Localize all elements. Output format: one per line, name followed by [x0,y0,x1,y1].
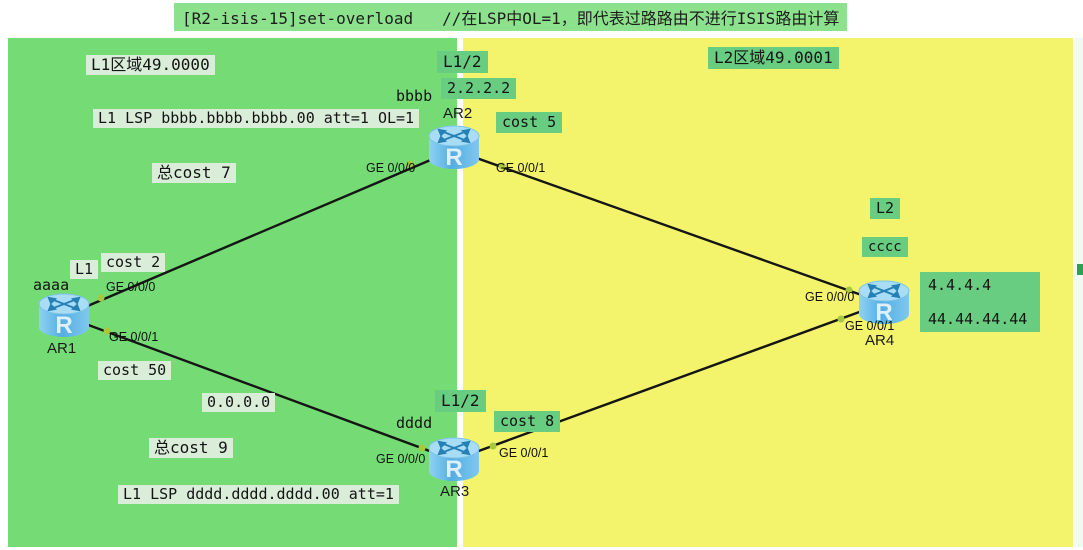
title-annotation: [R2-isis-15]set-overload //在LSP中OL=1，即代表… [174,3,848,31]
link-ar1-ar3 [63,314,455,462]
svg-text:R: R [445,456,462,483]
svg-text:R: R [445,144,462,171]
cost-ar1-ar2-label: cost 2 [101,253,166,273]
lsp-bbbb-annotation: L1 LSP bbbb.bbbb.bbbb.00 att=1 OL=1 [93,109,420,129]
svg-text:R: R [875,299,892,326]
ar4-ip-box: 4.4.4.4 44.44.44.44 [920,272,1040,332]
router-arrows-icon [47,296,81,312]
ar3-if1-label: GE 0/0/1 [499,446,549,460]
ar1-if1-label: GE 0/0/1 [109,330,159,344]
ar4-system-ip-label: 44.44.44.44 [928,310,1028,328]
router-ar1-icon[interactable]: R [37,291,91,341]
router-ar2-icon[interactable]: R [427,123,481,173]
port-status-dots [97,160,853,452]
ar1-if0-label: GE 0/0/0 [106,280,156,294]
router-arrows-icon [437,440,471,456]
cost-ar3-ar4-label: cost 8 [494,411,561,433]
lsp-dddd-annotation: L1 LSP dddd.dddd.dddd.00 att=1 [118,485,399,505]
router-arrows-icon [867,283,901,299]
link-ar2-ar4 [453,148,885,305]
ar4-level-label: L2 [870,198,901,220]
ar1-tag-label: aaaa [33,276,70,294]
router-ar3-icon[interactable]: R [427,435,481,485]
router-ar4-icon[interactable]: R [857,278,911,328]
ar4-loopback-label: 4.4.4.4 [928,276,992,294]
ar4-name-label: AR4 [865,332,895,349]
cost-ar2-ar4-label: cost 5 [496,112,563,134]
right-edge-strip [1074,38,1083,547]
area-l2-label: L2区域49.0001 [708,47,839,70]
ar4-if1-label: GE 0/0/1 [845,319,895,333]
right-edge-marker [1077,264,1083,275]
ar2-level-label: L1/2 [437,51,488,74]
ar1-name-label: AR1 [47,340,77,357]
ar2-name-label: AR2 [443,105,473,122]
ar2-tag-label: bbbb [396,87,433,105]
ar3-level-label: L1/2 [435,390,486,413]
router-arrows-icon [437,128,471,144]
area-l1-label: L1区域49.0000 [86,55,215,76]
link-ar3-ar4 [453,301,885,462]
total-cost-7-annotation: 总cost 7 [152,163,236,184]
link-ar1-ar2 [63,148,455,318]
svg-text:R: R [55,312,72,339]
total-cost-9-annotation: 总cost 9 [149,438,233,459]
default-route-annotation: 0.0.0.0 [202,393,276,413]
ar2-if1-label: GE 0/0/1 [496,161,546,175]
ar3-if0-label: GE 0/0/0 [376,452,426,466]
ar2-if0-label: GE 0/0/0 [366,161,416,175]
ar3-name-label: AR3 [440,483,470,500]
cost-ar1-ar3-label: cost 50 [98,361,172,381]
ar4-tag-label: cccc [862,237,908,258]
ar3-tag-label: dddd [396,414,433,432]
ar4-if0-label: GE 0/0/0 [805,290,855,304]
ar1-level-label: L1 [70,260,99,280]
ar2-router-id-label: 2.2.2.2 [441,78,517,100]
